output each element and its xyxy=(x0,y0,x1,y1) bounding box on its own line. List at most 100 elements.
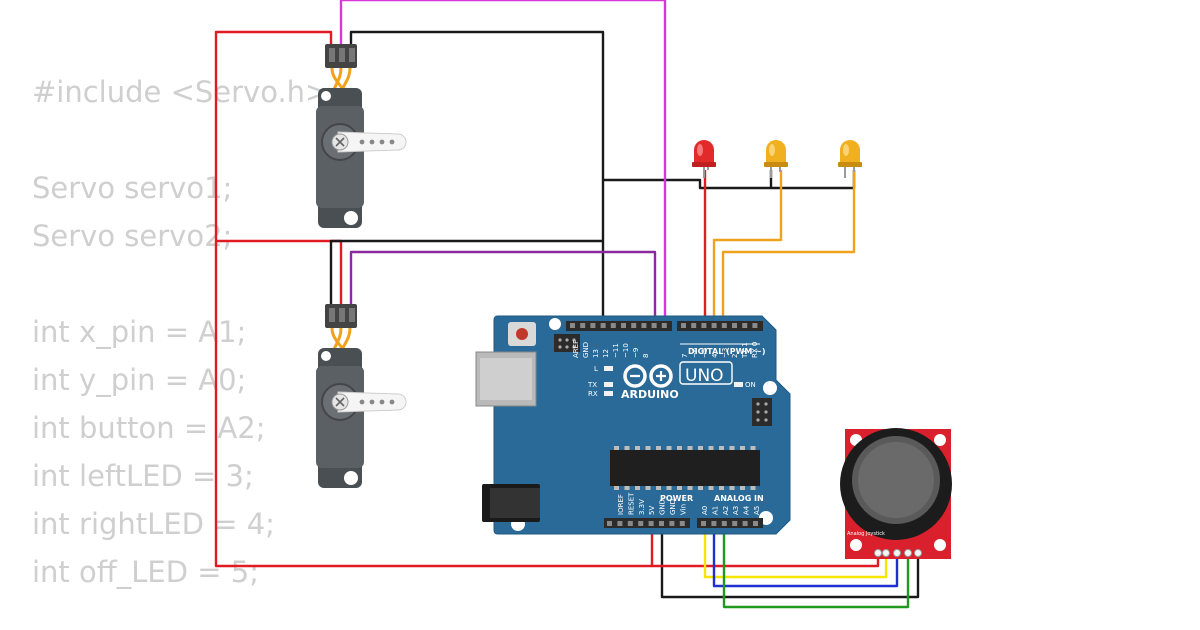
header-pin xyxy=(641,323,647,328)
chip-pin xyxy=(614,486,619,490)
arduino-logo-icon xyxy=(623,364,673,388)
wire-black-servo1-gnd xyxy=(349,30,605,326)
power-pin-label: IOREF xyxy=(617,494,625,515)
header-pin xyxy=(661,323,667,328)
power-pin-label: 5V xyxy=(648,506,656,515)
digital-pin-label: GND xyxy=(582,342,590,358)
analog-pin-label: A2 xyxy=(722,506,730,515)
header-pin xyxy=(648,521,654,526)
chip-pin xyxy=(666,486,672,490)
digital-pin-label: ~6 xyxy=(691,347,699,358)
header-pin xyxy=(600,323,606,328)
header-pin xyxy=(638,521,644,526)
analog-header xyxy=(697,518,763,528)
led-rx-label: RX xyxy=(588,390,598,398)
chip-pin xyxy=(645,486,651,490)
header-pin xyxy=(701,323,707,328)
header-pin xyxy=(721,521,727,526)
chip-pin xyxy=(666,446,672,450)
digital-pin-label: ~3 xyxy=(721,348,729,358)
code-listing: #include <Servo.h>Servo servo1;Servo ser… xyxy=(32,68,329,596)
header-pin xyxy=(701,521,706,526)
chip-pin xyxy=(687,486,693,490)
wire-red-power xyxy=(214,30,654,568)
wire-red-servo2-power xyxy=(216,239,343,308)
analog-joystick: Analog Joystick xyxy=(840,428,952,559)
chip-pin xyxy=(624,446,630,450)
chip-pin xyxy=(740,446,745,450)
chip-pin xyxy=(635,486,640,490)
analog-pin-label: A5 xyxy=(753,506,761,515)
led-yellow-2 xyxy=(838,140,862,178)
chip-pin xyxy=(645,446,651,450)
chip-pin xyxy=(698,446,703,450)
header-pin xyxy=(621,323,626,328)
chip-pin xyxy=(698,486,703,490)
led-on-label: ON xyxy=(745,381,756,389)
analog-pin-label: A4 xyxy=(743,505,751,515)
digital-pin-label: 8 xyxy=(642,354,650,358)
header-pin xyxy=(721,323,727,328)
power-header xyxy=(604,518,690,528)
chip-pin xyxy=(656,446,661,450)
chip-pin xyxy=(677,446,682,450)
digital-pin-label: AREF xyxy=(572,340,580,358)
analog-pin-label: A3 xyxy=(732,506,740,515)
power-label: POWER xyxy=(660,494,693,503)
header-pin xyxy=(742,521,748,526)
header-pin xyxy=(590,323,596,328)
chip-pin xyxy=(656,486,661,490)
joystick-pins xyxy=(874,549,922,557)
wire-black-joystick-gnd xyxy=(660,522,920,599)
header-pin xyxy=(610,323,616,328)
digital-pin-label: ~11 xyxy=(612,343,620,358)
wire-red-joystick-5v xyxy=(652,558,880,568)
digital-pin-label: ~10 xyxy=(622,343,630,358)
header-pin xyxy=(732,521,738,526)
chip-pin xyxy=(740,486,745,490)
chip-pin xyxy=(687,446,693,450)
digital-pin-label: RX 0 xyxy=(751,342,759,358)
chip-pin xyxy=(719,446,724,450)
chip-pin xyxy=(719,486,724,490)
led-yellow-1 xyxy=(764,140,788,178)
power-pin-label: Vin xyxy=(679,504,687,515)
header-pin xyxy=(681,323,686,328)
header-pin xyxy=(742,323,748,328)
atmega-chip xyxy=(610,450,760,486)
header-pin xyxy=(691,323,697,328)
header-pin xyxy=(631,323,637,328)
chip-pin xyxy=(614,446,619,450)
chip-pin xyxy=(677,486,682,490)
wire-magenta-servo1-signal xyxy=(339,0,667,326)
digital-pin-label: TX 1 xyxy=(741,342,749,359)
digital-pin-label: 2 xyxy=(731,354,739,358)
header-pin xyxy=(752,323,758,328)
chip-pin xyxy=(729,446,735,450)
digital-header-left xyxy=(566,321,672,331)
digital-pin-label: ~9 xyxy=(632,348,640,358)
digital-label: DIGITAL (PWM ~) xyxy=(688,347,766,356)
joystick-label: Analog Joystick xyxy=(847,531,885,537)
analog-pin-label: A1 xyxy=(711,506,719,515)
code-line: int leftLED = 3; xyxy=(32,459,254,493)
wire-blue-joystick-y xyxy=(712,522,899,588)
header-pin xyxy=(669,521,675,526)
chip-pin xyxy=(708,486,714,490)
header-pin xyxy=(627,521,633,526)
code-line: int x_pin = A1; xyxy=(32,315,247,349)
header-pin xyxy=(732,323,737,328)
wire-orange-led-pin4 xyxy=(712,170,783,326)
power-pin-label: GND xyxy=(659,499,667,515)
header-pin xyxy=(753,521,758,526)
chip-pin xyxy=(624,486,630,490)
code-line: int rightLED = 4; xyxy=(32,507,275,541)
analog-label: ANALOG IN xyxy=(714,494,764,503)
code-line: Servo servo2; xyxy=(32,219,233,253)
power-pin-label: 3.3V xyxy=(638,499,646,515)
header-pin xyxy=(617,521,623,526)
chip-pin xyxy=(729,486,735,490)
header-pin xyxy=(570,323,575,328)
led-tx-label: TX xyxy=(587,381,597,389)
